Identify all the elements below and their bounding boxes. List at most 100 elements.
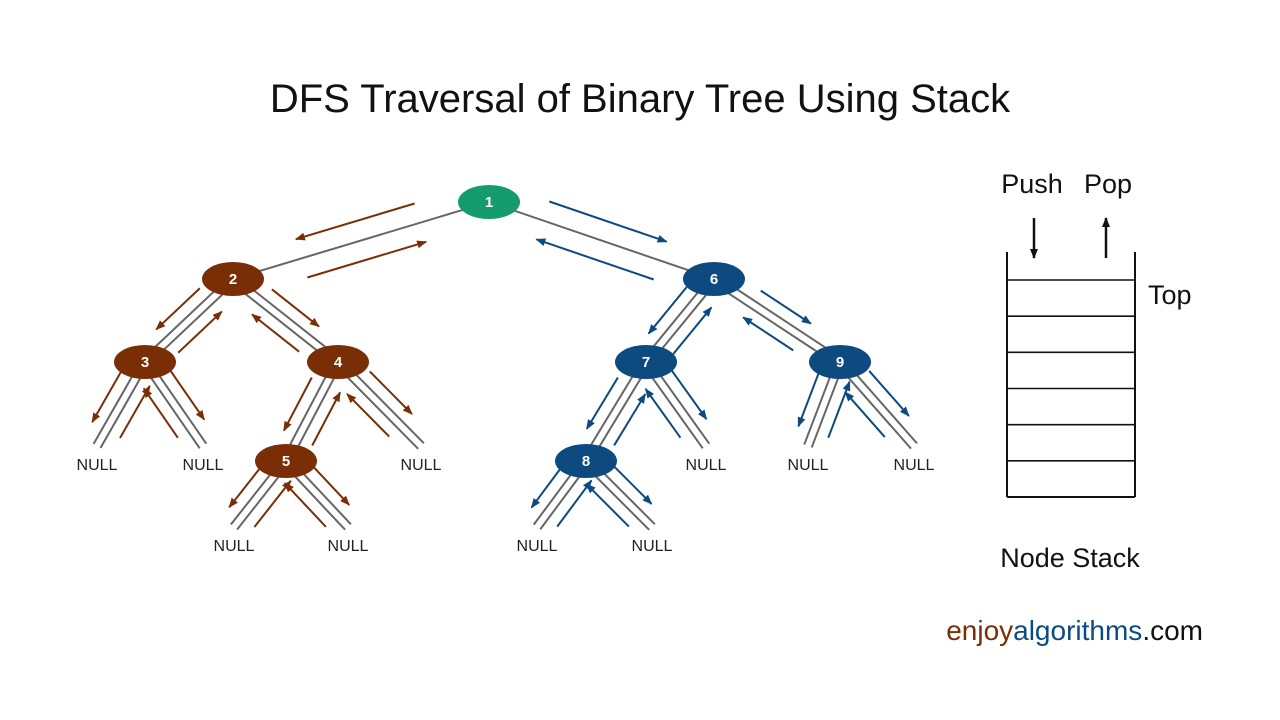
traversal-up-arrow [311,391,342,446]
tree-node-5: 5 [255,444,317,478]
tree-edge [803,371,833,445]
node-label: 5 [282,453,290,470]
tree-edge [500,204,703,277]
tree-edge [99,373,144,449]
node-label: 9 [836,354,844,371]
stack-caption: Node Stack [1000,543,1140,573]
tree-edge [244,204,478,277]
null-label: NULL [328,538,369,555]
tree-edge [348,367,425,444]
tree-node-9: 9 [809,345,871,379]
tree-edge [294,374,337,453]
traversal-up-arrow [844,391,886,438]
null-label: NULL [214,538,255,555]
pop-label: Pop [1084,169,1132,199]
null-label: NULL [77,457,118,474]
tree-edge [649,285,705,351]
tree-edge [844,372,912,450]
traversal-up-arrow [119,385,151,439]
traversal-down-arrow [647,286,688,335]
tree-edge [725,281,833,353]
tree-node-8: 8 [555,444,617,478]
traversal-up-arrow [346,393,390,438]
node-label: 1 [485,194,493,211]
traversal-down-arrow [271,288,320,328]
brand-part-algorithms: algorithms [1013,615,1142,646]
node-label: 2 [229,271,237,288]
null-label: NULL [788,457,829,474]
traversal-up-arrow [284,482,327,528]
traversal-up-arrow [644,388,682,439]
node-shape [458,185,520,219]
traversal-up-arrow [307,240,428,279]
tree-edge [236,472,283,531]
node-shape [307,345,369,379]
traversal-up-arrow [827,380,851,439]
page-title: DFS Traversal of Binary Tree Using Stack [270,77,1011,121]
site-brand: enjoyalgorithms.com [946,615,1203,646]
traversal-up-arrow [142,387,179,439]
tree-edge [648,373,704,449]
tree-edge [150,283,223,352]
tree-edge [287,370,330,449]
tree-edge [655,368,711,445]
traversal-down-arrow [760,289,812,325]
node-label: 3 [141,354,149,371]
node-shape [683,262,745,296]
node-label: 6 [710,271,718,288]
brand-part-com: .com [1142,615,1203,646]
traversal-down-arrow [608,460,653,505]
push-label: Push [1001,169,1063,199]
traversal-down-arrow [91,369,123,423]
node-label: 8 [582,453,590,470]
tree-nodes: 1 2 3 4 5 6 7 8 9 [114,185,871,478]
tree-edge [721,288,829,360]
tree-edge [596,465,656,525]
tree-node-2: 2 [202,262,264,296]
traversal-up-arrow [672,306,713,355]
null-label: NULL [183,457,224,474]
tree-node-6: 6 [683,262,745,296]
tree-edge [539,472,583,530]
node-shape [255,444,317,478]
tree-edge [296,466,352,525]
tree-edge [850,367,918,445]
null-label: NULL [401,457,442,474]
tree-node-7: 7 [615,345,677,379]
tree-edge [239,288,327,359]
tree-edge [342,372,419,450]
null-label: NULL [686,457,727,474]
traversal-down-arrow [369,370,413,415]
traversal-down-arrow [294,202,415,241]
traversal-up-arrow [251,313,300,353]
traversal-up-arrow [585,483,630,528]
tree-edge [587,369,638,450]
traversal-down-arrow [868,370,910,417]
tree-edge [230,467,277,526]
traversal-down-arrow [548,200,668,243]
tree-edge [155,289,228,358]
node-shape [615,345,677,379]
tree-node-3: 3 [114,345,176,379]
traversal-up-arrow [177,310,223,354]
traversal-down-arrow [169,369,206,421]
tree-edge [594,373,645,454]
tree-edge [154,369,208,445]
tree-node-1: 1 [458,185,520,219]
traversal-down-arrow [670,369,708,420]
null-label: NULL [894,457,935,474]
node-label: 4 [334,354,343,371]
traversal-up-arrow [535,238,655,281]
traversal-down-arrow [282,377,313,432]
traversal-down-arrow [307,460,350,506]
traversal-up-arrow [742,316,794,352]
tree-edge [244,282,332,353]
stack-container [1006,252,1136,498]
tree-edges [92,204,918,531]
tree-edge [92,369,137,445]
traversal-down-arrow [585,377,619,430]
tree-edge [290,471,346,531]
node-shape [114,345,176,379]
